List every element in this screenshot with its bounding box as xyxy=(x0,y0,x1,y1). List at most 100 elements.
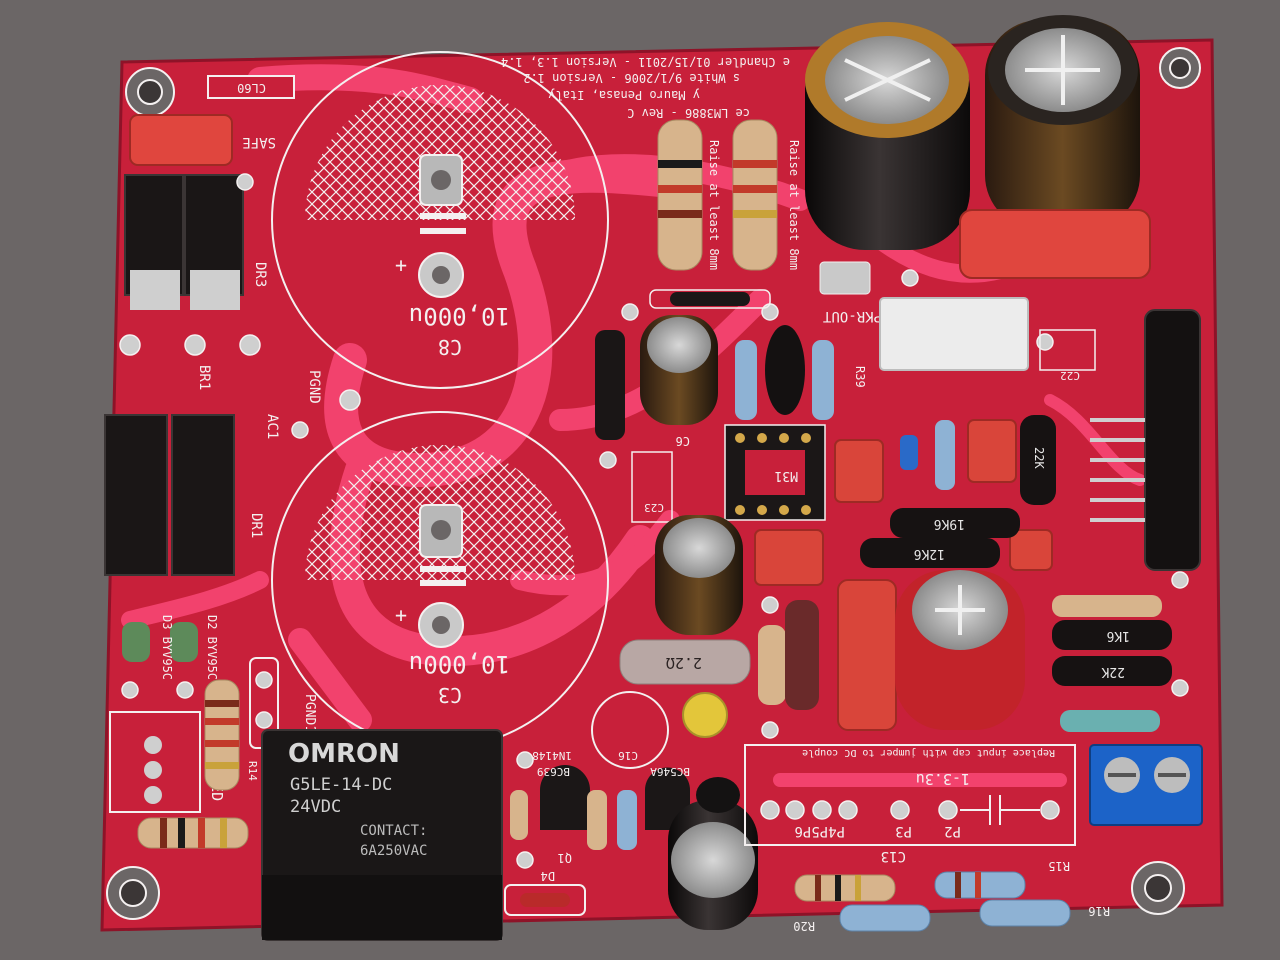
r14-label: R14 xyxy=(246,761,259,781)
c6-label: C6 xyxy=(676,434,690,448)
c16-label: C16 xyxy=(618,749,638,762)
version-line-3: s White 9/1/2006 - Version 1.2 xyxy=(523,71,740,85)
safe-label: SAFE xyxy=(242,134,276,150)
p2-label: P2 xyxy=(944,823,961,839)
capacitor-large-red xyxy=(895,570,1025,730)
raise-note-1: Raise at least 8mm xyxy=(707,140,721,270)
cl60-label: CL60 xyxy=(237,81,266,95)
dr1-label: DR1 xyxy=(248,513,264,538)
ac1-label: AC1 xyxy=(264,414,280,439)
ic-socket xyxy=(724,424,826,521)
c3-ref-label: C3 xyxy=(438,683,462,707)
c22-label: C22 xyxy=(1060,369,1080,382)
d4-footprint xyxy=(504,884,586,916)
resistor-r14 xyxy=(204,679,240,791)
res-19k6-label: 19K6 xyxy=(934,516,965,531)
q1-label: Q1 xyxy=(558,851,572,865)
svg-text:+: + xyxy=(395,253,407,277)
p8led-pins xyxy=(144,736,162,804)
mounting-holes xyxy=(106,47,1201,920)
version-line-2: y Mauro Penasa, Italy xyxy=(548,88,700,102)
resistors-lower-mid xyxy=(758,600,819,710)
c8-value-label: 10,000u xyxy=(409,302,510,330)
p456-label: P4P5P6 xyxy=(794,823,845,839)
film-capacitor-topleft xyxy=(129,114,233,166)
diodes-d2-d3 xyxy=(122,622,198,662)
r39-label: R39 xyxy=(853,366,867,388)
r15-label: R15 xyxy=(1048,859,1070,873)
small-parts-right xyxy=(900,329,1162,732)
version-line-4: e Chandler 01/15/2011 - Version 1.3, 1.4 xyxy=(501,55,790,69)
diode-top xyxy=(670,292,750,306)
raise-resistors xyxy=(657,119,778,271)
yellow-capacitor xyxy=(682,692,728,738)
res-22k-label: 22K xyxy=(1101,664,1125,679)
relay xyxy=(261,729,503,941)
resistors-bottom-row xyxy=(794,871,1071,932)
capacitor-c3-footprint: + xyxy=(271,411,609,749)
c13-ref: C13 xyxy=(881,848,906,864)
d2-label: D2 BYV95C xyxy=(205,615,219,680)
r16-label: R16 xyxy=(1088,904,1110,918)
resistor-2r2 xyxy=(619,639,751,685)
relay-brand: OMRON xyxy=(288,739,400,769)
diode-top-footprint xyxy=(649,289,771,309)
relay-rating: 6A250VAC xyxy=(360,843,427,859)
res-12k6-label: 12K6 xyxy=(914,546,945,561)
film-capacitor-right xyxy=(959,209,1151,279)
c23-footprint xyxy=(631,451,673,523)
electrolytic-bottom xyxy=(668,800,758,930)
bc546a-label: BC546A xyxy=(650,765,690,778)
c16-footprint xyxy=(591,691,669,769)
1n4148-label: 1N4148 xyxy=(532,749,572,762)
p8led-footprint xyxy=(109,711,201,813)
version-line-1: ce LM3886 - Rev C xyxy=(627,106,750,120)
d3-label: D3 BYV95C xyxy=(160,615,174,680)
small-black-cap xyxy=(696,777,740,813)
bc639-label: BC639 xyxy=(537,765,570,778)
relay-voltage: 24VDC xyxy=(290,797,341,817)
r20-label: R20 xyxy=(793,919,815,933)
power-ic xyxy=(1090,309,1201,571)
pkr-out-connector xyxy=(819,261,871,295)
d4-label: D4 xyxy=(541,869,555,883)
diode-d4 xyxy=(520,893,570,907)
capacitor-mid xyxy=(655,515,743,635)
replace-note: Replace input cap with jumper to DC coup… xyxy=(802,747,1055,758)
dr3-label: DR3 xyxy=(252,262,268,287)
br1-label: BR1 xyxy=(196,365,212,390)
capacitor-c6 xyxy=(640,315,718,425)
relay-model: G5LE-14-DC xyxy=(290,775,392,795)
c13-footprint xyxy=(744,744,1076,846)
res-1k6-label: 1K6 xyxy=(1107,628,1130,643)
regulators-bottom xyxy=(104,414,235,576)
small-resistors-mid xyxy=(510,790,637,850)
pgnd-label: PGND xyxy=(306,370,322,404)
cl60-footprint xyxy=(207,75,295,99)
ceramic-resistor xyxy=(879,297,1029,371)
terminal-block xyxy=(1089,744,1203,826)
pgnd1-label: PGND1 xyxy=(302,694,317,733)
resistor-black-vertical xyxy=(595,330,625,440)
version-text: ce LM3886 - Rev C y Mauro Penasa, Italy … xyxy=(501,55,790,120)
c13-value: 1-3.3u xyxy=(916,770,970,788)
resistor-lower-left xyxy=(137,817,249,849)
c23-label: C23 xyxy=(644,501,664,514)
pkr-out-label: PKR-OUT xyxy=(822,308,882,324)
resistors-mid xyxy=(735,325,834,420)
c13-pads xyxy=(760,800,1060,820)
regulators-top xyxy=(124,174,244,310)
electrolytic-top-right xyxy=(985,15,1140,230)
m31-label: M31 xyxy=(775,468,798,483)
capacitor-c8-footprint: + xyxy=(271,51,609,389)
relay-contact: CONTACT: xyxy=(360,823,427,839)
resistors-black xyxy=(860,415,1172,686)
c3-value-label: 10,000u xyxy=(409,650,510,678)
svg-text:+: + xyxy=(395,603,407,627)
p3-label: P3 xyxy=(895,823,912,839)
film-caps-center xyxy=(754,419,1053,731)
electrolytic-top-left xyxy=(805,22,970,250)
resistor-2r2-value: 2.2Ω xyxy=(666,654,702,672)
c8-ref-label: C8 xyxy=(438,335,462,359)
